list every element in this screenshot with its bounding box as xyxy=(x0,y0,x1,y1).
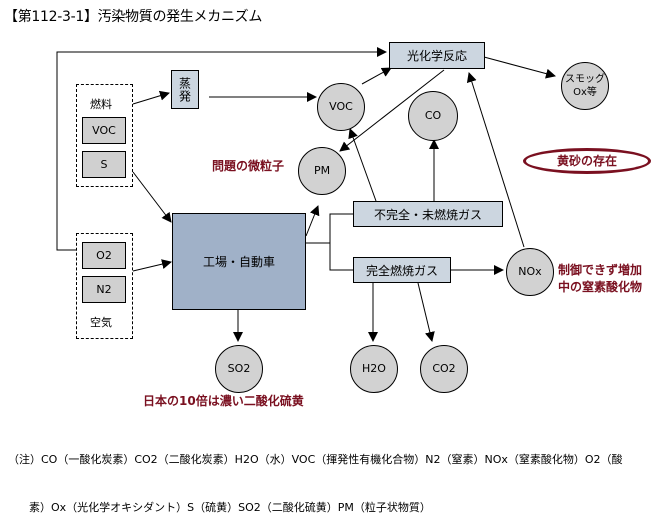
factory-vehicle-box: 工場・自動車 xyxy=(172,213,306,310)
nox-annotation-line1: 制御できず増加 xyxy=(558,263,643,277)
evaporation-label: 蒸発 xyxy=(177,76,192,103)
footnote: （注）CO（一酸化炭素）CO2（二酸化炭素）H2O（水）VOC（揮発性有機化合物… xyxy=(8,420,623,532)
kosa-ellipse: 黄砂の存在 xyxy=(523,148,651,174)
complete-combustion-gas-box: 完全燃焼ガス xyxy=(353,257,451,283)
voc-circle: VOC xyxy=(317,83,365,131)
so2-circle: SO2 xyxy=(215,345,263,393)
so2-annotation: 日本の10倍は濃い二酸化硫黄 xyxy=(143,394,304,408)
arrow-photochemical-to-smog xyxy=(483,56,556,79)
smog-label-line2: Ox等 xyxy=(573,87,597,98)
pm-circle: PM xyxy=(298,147,346,195)
arrow-incomplete-to-voc xyxy=(348,128,377,202)
co2-circle: CO2 xyxy=(420,345,468,393)
arrow-fuel-to-factory xyxy=(132,171,172,223)
fuel-group xyxy=(76,84,133,187)
evaporation-box: 蒸発 xyxy=(171,70,199,109)
page-title: 【第112-3-1】汚染物質の発生メカニズム xyxy=(4,9,263,25)
pm-annotation: 問題の微粒子 xyxy=(212,159,285,173)
nox-annotation-line2: 中の窒素酸化物 xyxy=(558,280,643,294)
arrow-voc-to-photochemical xyxy=(361,67,392,85)
fuel-voc-box: VOC xyxy=(82,117,126,144)
smog-label-line1: スモッグ xyxy=(565,74,605,85)
arrow-nox-to-photochemical xyxy=(466,72,525,248)
fuel-s-box: S xyxy=(82,151,126,178)
incomplete-combustion-gas-box: 不完全・未燃焼ガス xyxy=(353,201,503,227)
connector-factory-to-complete-gas xyxy=(329,243,353,271)
smog-circle: スモッグ Ox等 xyxy=(561,62,609,110)
arrow-complete-to-co2 xyxy=(417,282,435,342)
air-group xyxy=(76,233,133,339)
h2o-circle: H2O xyxy=(350,345,398,393)
air-o2-box: O2 xyxy=(82,242,126,269)
footnote-line-1: （注）CO（一酸化炭素）CO2（二酸化炭素）H2O（水）VOC（揮発性有機化合物… xyxy=(8,453,623,466)
connector-layer xyxy=(56,47,556,342)
fuel-group-label: 燃料 xyxy=(90,98,112,111)
arrow-fuel-to-evaporation xyxy=(132,90,170,105)
arrow-air-to-photochemical xyxy=(56,47,387,251)
arrow-factory-to-pm xyxy=(305,205,320,237)
photochemical-reaction-box: 光化学反応 xyxy=(389,42,485,69)
kosa-annotation: 黄砂の存在 xyxy=(556,153,617,168)
connector-factory-to-incomplete-gas xyxy=(306,213,353,244)
air-n2-box: N2 xyxy=(82,276,126,303)
footnote-line-2: 素）Ox（光化学オキシダント）S（硫黄）SO2（二酸化硫黄）PM（粒子状物質） xyxy=(8,501,431,514)
arrow-air-to-factory xyxy=(132,259,172,272)
air-group-label: 空気 xyxy=(90,316,112,329)
co-circle: CO xyxy=(408,91,458,141)
nox-circle: NOx xyxy=(506,248,554,296)
